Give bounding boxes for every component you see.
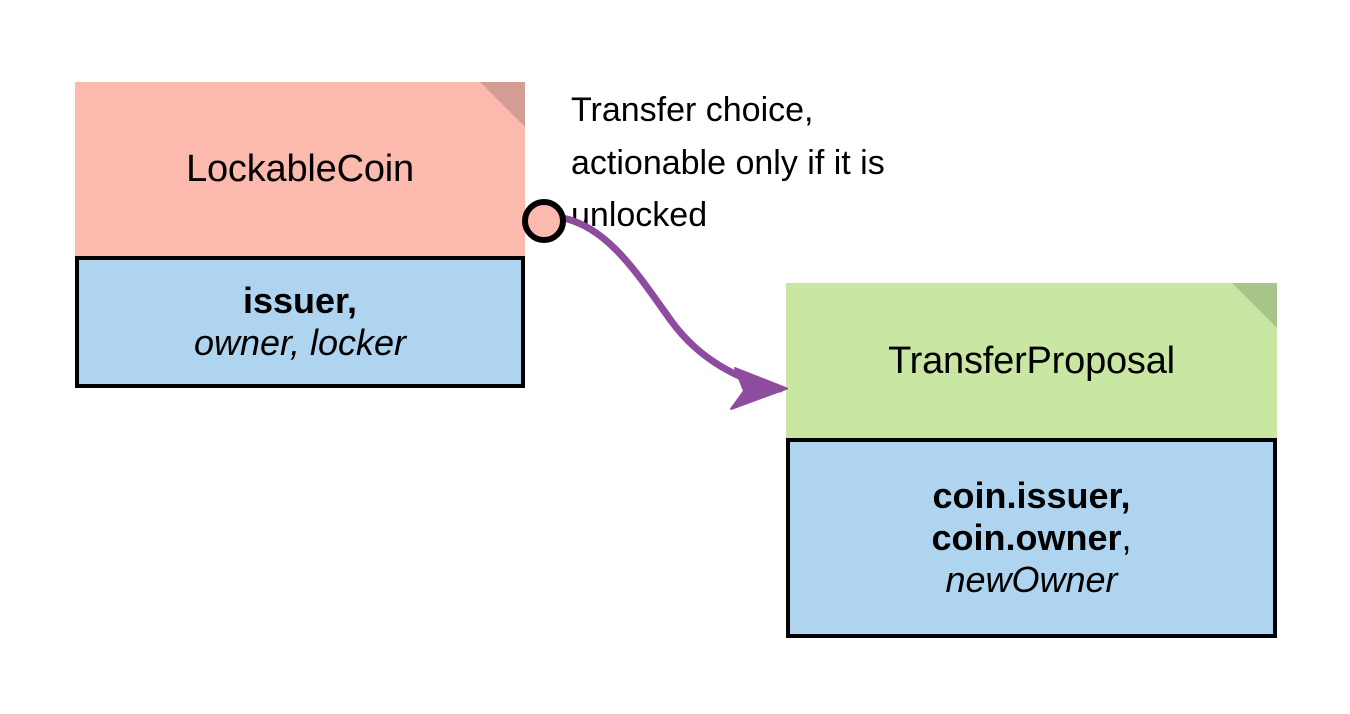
folded-corner-icon [480, 82, 525, 127]
field-line-text: coin.owner [931, 517, 1122, 559]
connector-curve [559, 214, 784, 393]
field-line: coin.owner, [931, 517, 1131, 559]
transfer-proposal-header: TransferProposal [786, 283, 1277, 438]
field-line: owner, locker [193, 322, 407, 363]
transfer-proposal-fields: coin.issuer, coin.owner, newOwner [786, 438, 1277, 638]
field-line: coin.issuer, [932, 475, 1131, 517]
folded-corner-icon [1232, 283, 1277, 328]
transfer-proposal-title: TransferProposal [888, 339, 1175, 382]
lockable-coin-fields: issuer, owner, locker [75, 256, 525, 388]
field-line: newOwner [945, 558, 1118, 600]
lockable-coin-header: LockableCoin [75, 82, 525, 256]
lockable-coin-title: LockableCoin [186, 148, 414, 190]
field-line: issuer, [242, 280, 358, 322]
node-lockable-coin[interactable]: LockableCoin issuer, owner, locker [75, 82, 525, 388]
node-transfer-proposal[interactable]: TransferProposal coin.issuer, coin.owner… [786, 283, 1277, 638]
field-line-trailing: , [1121, 517, 1132, 559]
arrow-head-icon [730, 367, 788, 410]
choice-circle-icon[interactable] [522, 199, 566, 243]
